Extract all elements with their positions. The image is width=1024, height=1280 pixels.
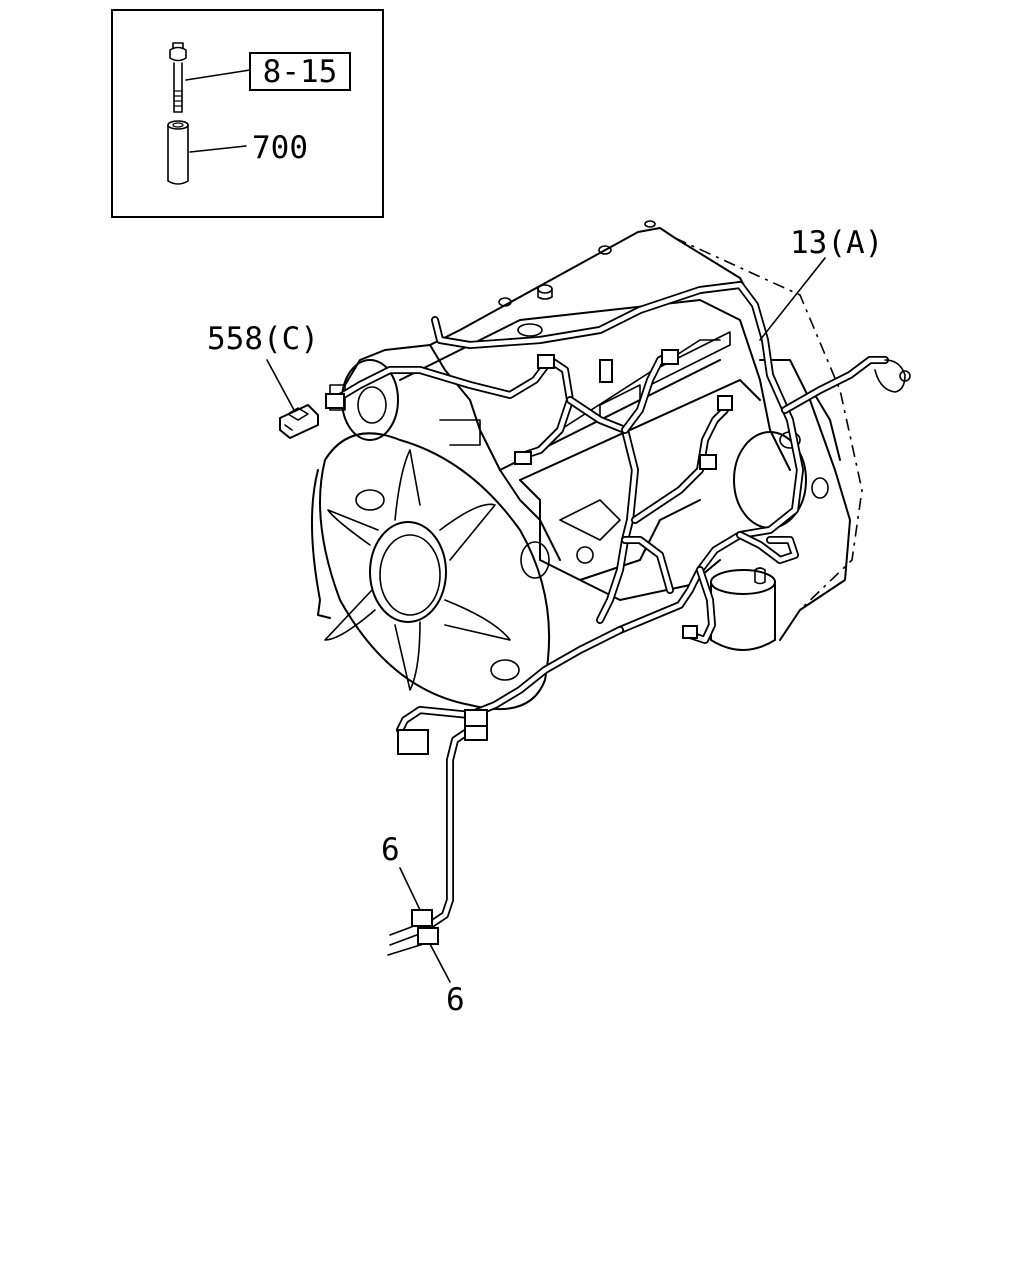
cooling-fan bbox=[311, 432, 551, 711]
harness-connectors bbox=[325, 349, 733, 945]
leader-collar bbox=[189, 145, 247, 153]
ref-label-box bbox=[249, 52, 351, 91]
callout-clip-upper-label: 6 bbox=[381, 832, 400, 868]
callout-clip-lower-label: 6 bbox=[446, 982, 465, 1018]
cover-bolts bbox=[498, 220, 656, 337]
filter-canister bbox=[710, 567, 776, 651]
part-label-700: 700 bbox=[252, 130, 308, 166]
callout-harness-label: 13(A) bbox=[790, 225, 883, 261]
ref-label: 8-15 bbox=[263, 54, 338, 90]
bolt-part bbox=[169, 42, 187, 113]
leader-clip-lower bbox=[429, 943, 451, 983]
connector-558c bbox=[279, 404, 319, 439]
inset-detail: 8-15 700 bbox=[111, 9, 384, 218]
leader-connector bbox=[266, 359, 295, 411]
leader-harness bbox=[759, 257, 826, 341]
leader-clip-upper bbox=[399, 867, 421, 911]
inset-frame bbox=[111, 9, 384, 218]
callout-connector-label: 558(C) bbox=[207, 321, 319, 357]
collar-part bbox=[167, 120, 189, 185]
leader-bolt bbox=[185, 69, 251, 81]
callouts: 13(A) 558(C) 6 6 bbox=[207, 225, 883, 1018]
